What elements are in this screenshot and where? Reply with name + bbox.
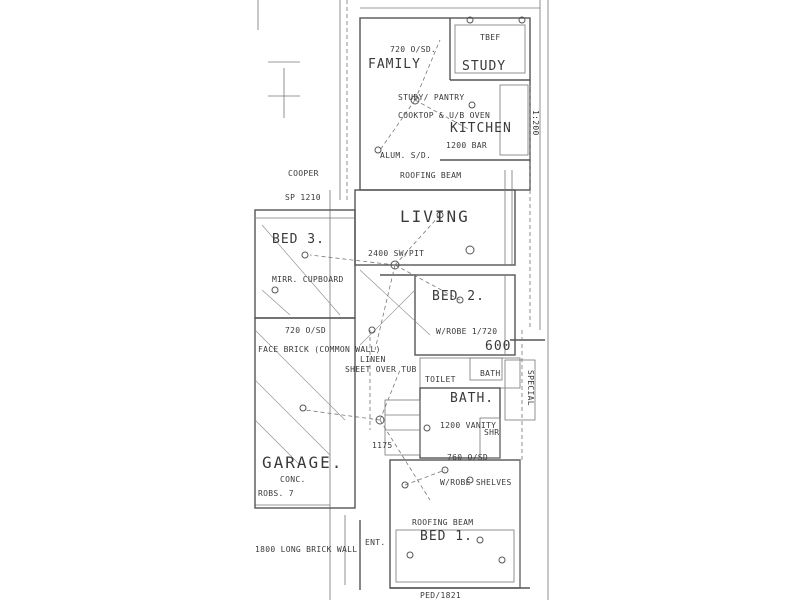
room-bath-small: BATH bbox=[480, 369, 500, 378]
note-cooper: COOPER bbox=[288, 169, 319, 178]
note-face-brick: FACE BRICK (COMMON WALL) bbox=[258, 345, 381, 354]
room-bed2: BED 2. bbox=[432, 289, 485, 304]
note-mod-pit: 2400 SW/PIT bbox=[368, 249, 424, 258]
note-long-wall: 1800 LONG BRICK WALL bbox=[255, 545, 357, 554]
light-points bbox=[271, 16, 526, 564]
room-bath: BATH. bbox=[450, 391, 494, 406]
room-family: FAMILY bbox=[368, 57, 421, 72]
note-wrobe-top: W/ROBE 1/720 bbox=[436, 327, 497, 336]
room-labels: FAMILY STUDY KITCHEN LIVING BED 3. BED 2… bbox=[262, 57, 512, 544]
note-wrobe-shelves: W/ROBE SHELVES bbox=[440, 478, 512, 487]
room-living: LIVING bbox=[400, 207, 470, 226]
note-1175: 1175 bbox=[372, 441, 392, 450]
note-760-osd: 760 O/SD bbox=[447, 453, 488, 462]
boundary-lines bbox=[255, 0, 549, 600]
note-720-top: 720 O/SD. bbox=[390, 45, 436, 54]
note-1200-bar: 1200 BAR bbox=[446, 141, 487, 150]
room-study: STUDY bbox=[462, 59, 506, 74]
circuit-lines bbox=[304, 39, 471, 501]
note-tbef: TBEF bbox=[480, 33, 500, 42]
walls bbox=[254, 17, 545, 590]
note-conc: CONC. bbox=[280, 475, 306, 484]
note-linen: LINEN bbox=[360, 355, 386, 364]
note-scale-b: SPECIAL bbox=[526, 370, 535, 406]
room-garage: GARAGE. bbox=[262, 453, 343, 472]
note-pantry: STUDY/ PANTRY bbox=[398, 93, 465, 102]
note-sp1210: SP 1210 bbox=[285, 193, 321, 202]
note-600: 600 bbox=[485, 339, 511, 354]
note-toilet: TOILET bbox=[425, 375, 456, 384]
room-shr: SHR bbox=[484, 428, 499, 437]
scan-artifacts bbox=[257, 0, 300, 118]
note-ped: PED/1821 bbox=[420, 591, 461, 600]
note-cooktop: COOKTOP & U/B OVEN bbox=[398, 111, 490, 120]
note-roofing-beam-top: ROOFING BEAM bbox=[400, 171, 461, 180]
room-bed1: BED 1. bbox=[420, 529, 473, 544]
room-kitchen: KITCHEN bbox=[450, 121, 512, 136]
annotations: 720 O/SD. TBEF STUDY/ PANTRY COOKTOP & U… bbox=[255, 33, 540, 600]
note-mirror-cupboard: MIRR. CUPBOARD bbox=[272, 275, 344, 284]
note-alum-sd: ALUM. S/D. bbox=[380, 151, 431, 160]
note-sheet-over: SHEET OVER TUB bbox=[345, 365, 417, 374]
note-robs: ROBS. 7 bbox=[258, 489, 294, 498]
note-1200-vanity: 1200 VANITY bbox=[440, 421, 496, 430]
note-720-fr: 720 O/SD bbox=[285, 326, 326, 335]
note-roofing-beam-bot: ROOFING BEAM bbox=[412, 518, 473, 527]
note-entry: ENT. bbox=[365, 538, 385, 547]
note-scale-a: 1:200 bbox=[531, 110, 540, 136]
room-bed3: BED 3. bbox=[272, 232, 325, 247]
